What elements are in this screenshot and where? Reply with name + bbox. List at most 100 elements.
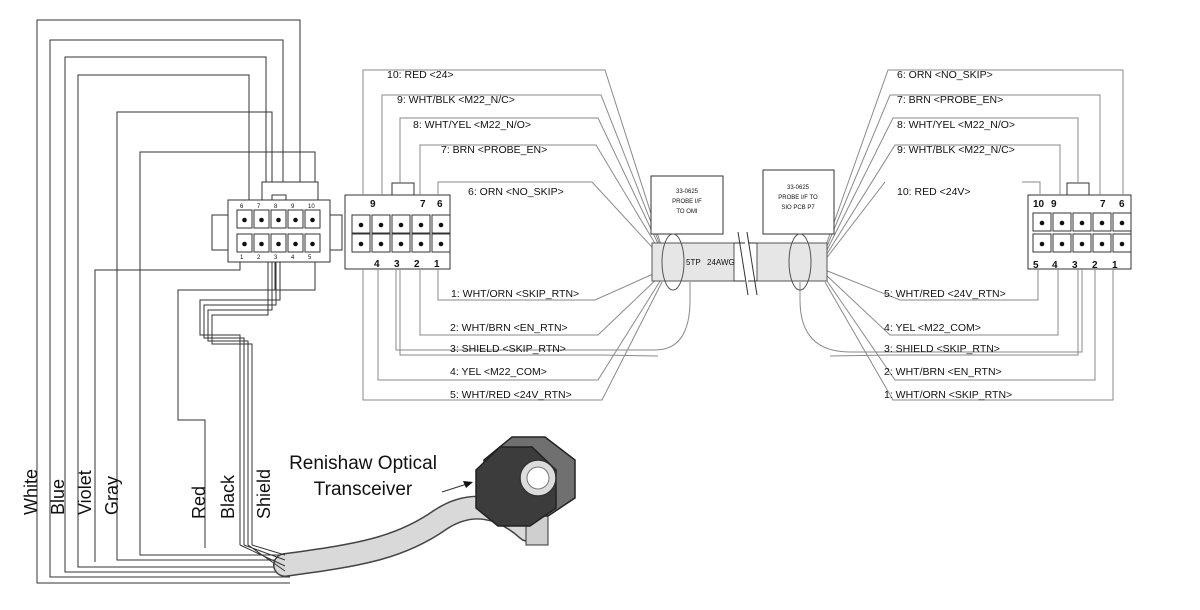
right-plug-top-num: 9: [1051, 199, 1057, 210]
pin-dot: [1039, 220, 1045, 226]
right-plug-top-num: 6: [1119, 199, 1125, 210]
pin-dot: [1079, 220, 1085, 226]
pin-dot: [398, 241, 404, 247]
cable-jacket-end-right: [748, 242, 757, 282]
wire-r9: [824, 144, 1061, 258]
right-label-2: 2: WHT/BRN <EN_RTN>: [884, 366, 1002, 378]
left-plug-top-num: 9: [370, 199, 376, 210]
wire-gray-lower: [94, 260, 241, 562]
left-plug-top-num: 6: [437, 199, 443, 210]
color-label-violet: Violet: [75, 470, 95, 515]
pin-dot: [293, 241, 298, 247]
left-label-3: 3: SHIELD <SKIP_RTN>: [450, 343, 566, 355]
connector-latch: [261, 181, 319, 201]
right-label-10: 10: RED <24V>: [897, 186, 971, 198]
right-plug-top-num: 7: [1100, 199, 1106, 210]
pin-dot: [1079, 241, 1085, 247]
left-plug-bottom-num: 4: [374, 259, 380, 270]
color-labels: White Blue Violet Gray Red Black Shield: [21, 469, 274, 519]
pin-dot: [418, 222, 424, 228]
wire-violet: [64, 56, 290, 573]
pin-dot: [310, 241, 315, 247]
wire-r5: [824, 269, 1039, 301]
pin-dot: [276, 241, 281, 247]
pin-number: 3: [274, 255, 278, 261]
color-label-blue: Blue: [48, 479, 68, 515]
left-label-10: 10: RED <24>: [387, 69, 454, 81]
right-plug-labels: 6: ORN <NO_SKIP> 7: BRN <PROBE_EN> 8: WH…: [884, 69, 1015, 401]
left-label-6: 6: ORN <NO_SKIP>: [468, 186, 564, 198]
wire-r10: [824, 181, 1041, 261]
wire-white: [36, 19, 301, 584]
wire-red-lower: [177, 260, 276, 548]
cable-jacket-end-left: [734, 242, 745, 282]
left-plug-wires: [362, 69, 691, 401]
color-label-red: Red: [189, 486, 209, 519]
pin-dot: [378, 241, 384, 247]
pin-dot: [1099, 241, 1105, 247]
transceiver-pointer-head: [463, 481, 473, 488]
wire-r2: [824, 269, 1096, 381]
cable-jacket-left: [651, 242, 735, 282]
wire-r6: [824, 69, 1124, 249]
right-plug-pin-grid: [1032, 212, 1132, 253]
right-plug-wires: [799, 69, 1124, 401]
pin-dot: [1119, 220, 1125, 226]
wire-5: [362, 269, 663, 401]
cable-jacket-right: [756, 242, 828, 282]
pin-dot: [1059, 220, 1065, 226]
pin-dot: [438, 222, 444, 228]
wire-shield-d: [211, 260, 269, 545]
left-label-5: 5: WHT/RED <24V_RTN>: [450, 389, 572, 401]
right-label-8: 8: WHT/YEL <M22_N/O>: [897, 119, 1015, 131]
left-plug-top-num: 7: [420, 199, 426, 210]
pin-number: 8: [274, 204, 278, 210]
right-plug-bottom-num: 5: [1033, 260, 1039, 271]
wire-shield-c: [207, 260, 273, 545]
wire-black-lower: [180, 260, 316, 291]
cable-tag-left: [650, 175, 724, 235]
right-plug: 10 9 7 6 5 4 3 2 1: [1027, 182, 1132, 271]
wire-9: [381, 94, 663, 251]
right-label-7: 7: BRN <PROBE_EN>: [897, 94, 1003, 106]
color-label-white: White: [21, 469, 41, 515]
transceiver-icon: [475, 436, 576, 527]
color-label-shield: Shield: [254, 469, 274, 519]
left-label-8: 8: WHT/YEL <M22_N/O>: [413, 119, 531, 131]
pin-dot: [276, 217, 281, 223]
cable-break-mark: [737, 231, 758, 296]
pin-dot: [438, 241, 444, 247]
transceiver-title-line2: Transceiver: [314, 479, 413, 500]
transceiver-wires: [36, 19, 316, 584]
pin-dot: [1099, 220, 1105, 226]
cable-shield-ring-right: [788, 233, 812, 291]
cable-tag-left-line3: TO OMI: [676, 209, 698, 215]
pin-dot: [242, 241, 247, 247]
pin-dot: [358, 222, 364, 228]
left-plug-bottom-num: 1: [434, 259, 440, 270]
right-label-6: 6: ORN <NO_SKIP>: [897, 69, 993, 81]
pin-dot: [259, 217, 264, 223]
left-label-4: 4: YEL <M22_COM>: [450, 366, 547, 378]
left-label-9: 9: WHT/BLK <M22_N/C>: [397, 94, 515, 106]
cable-fan-out: [239, 544, 286, 572]
right-plug-bottom-num: 4: [1052, 260, 1058, 271]
right-label-5: 5: WHT/RED <24V_RTN>: [884, 288, 1006, 300]
wire-shield-b: [203, 260, 277, 545]
pin-dot: [378, 222, 384, 228]
right-label-9: 9: WHT/BLK <M22_N/C>: [897, 144, 1015, 156]
wire-red: [116, 111, 290, 561]
pin-dot: [1039, 241, 1045, 247]
cable-tag-right-line3: SIO PCB P7: [781, 205, 815, 211]
wire-r7: [824, 94, 1101, 252]
wire-black: [139, 151, 316, 556]
pin-number: 4: [291, 255, 295, 261]
wire-shield-a: [199, 260, 281, 545]
pin-number: 5: [308, 255, 312, 261]
wire-3: [399, 269, 659, 357]
pin-dot: [418, 241, 424, 247]
wire-2: [419, 269, 663, 336]
color-label-gray: Gray: [102, 476, 122, 515]
